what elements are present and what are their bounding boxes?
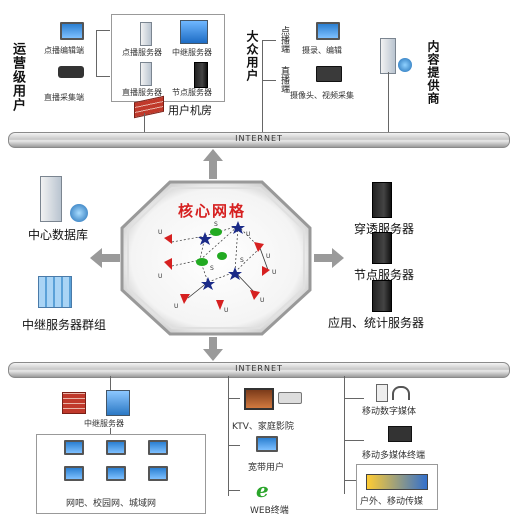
- relay-cluster-icon: [38, 276, 72, 308]
- internet-label-top: INTERNET: [235, 134, 283, 143]
- svg-text:S: S: [240, 257, 244, 264]
- svg-text:U: U: [174, 303, 178, 310]
- broadband-label: 宽带用户: [248, 463, 285, 473]
- mobile-terminal-label: 移动多媒体终端: [362, 451, 426, 461]
- internet-bus-bottom: INTERNET: [8, 362, 510, 378]
- connector: [344, 398, 364, 399]
- desktop-icon: [64, 440, 84, 455]
- laptop-icon: [388, 426, 412, 442]
- penetration-server-label: 穿透服务器: [354, 222, 415, 236]
- svg-text:U: U: [158, 273, 162, 280]
- connector: [228, 376, 229, 496]
- svg-text:U: U: [272, 269, 276, 276]
- room-node-server: 节点服务器: [172, 88, 212, 97]
- core-network-graph: U S U U U S U U U U S: [158, 221, 276, 314]
- node-server-label: 节点服务器: [354, 268, 415, 282]
- arrow-right-icon: [314, 248, 344, 268]
- projector-icon: [278, 392, 302, 404]
- desktop-icon: [316, 22, 340, 40]
- billboard-icon: [366, 474, 428, 490]
- room-relay-server: 中继服务器: [172, 48, 212, 57]
- desktop-icon: [64, 466, 84, 481]
- stats-server-icon: [372, 280, 392, 312]
- connector: [144, 113, 145, 133]
- penetration-server-icon: [372, 182, 392, 218]
- core-grid-octagon: [120, 180, 312, 336]
- connector: [96, 30, 97, 77]
- connector: [96, 30, 110, 31]
- svg-text:S: S: [210, 265, 214, 272]
- vod-client-label: 点播端: [279, 26, 289, 53]
- connector: [96, 76, 110, 77]
- camera-icon: [58, 66, 84, 78]
- firewall-icon: [62, 392, 86, 414]
- desktop-icon: [256, 436, 278, 452]
- svg-text:U: U: [260, 297, 264, 304]
- desktop-icon: [148, 440, 168, 455]
- bottom-relay-label: 中继服务器: [84, 419, 124, 428]
- tv-icon: [244, 388, 274, 410]
- lan-label: 网吧、校园网、城域网: [66, 499, 157, 509]
- central-db-label: 中心数据库: [28, 228, 89, 242]
- globe-icon: [70, 204, 88, 222]
- svg-text:U: U: [266, 253, 270, 260]
- connector: [344, 376, 345, 494]
- connector: [110, 428, 111, 434]
- node-server-icon: [194, 62, 208, 88]
- op-live-capture: 直播采集端: [44, 93, 84, 102]
- connector: [344, 440, 364, 441]
- live-server-icon: [140, 62, 152, 86]
- arrow-left-icon: [90, 248, 120, 268]
- svg-text:S: S: [214, 221, 218, 228]
- relay-server-icon: [106, 390, 130, 416]
- stats-server-label: 应用、统计服务器: [328, 316, 425, 330]
- connector: [262, 40, 263, 132]
- room-live-server: 直播服务器: [122, 88, 162, 97]
- live-client-label: 直播端: [279, 66, 289, 93]
- vod-server-icon: [140, 22, 152, 46]
- globe-icon: [398, 58, 412, 72]
- op-vod-editor: 点播编辑端: [44, 46, 84, 55]
- laptop-icon: [316, 66, 342, 82]
- relay-cluster-label: 中继服务器群组: [22, 318, 107, 332]
- mobile-digital-label: 移动数字媒体: [362, 407, 417, 417]
- headphones-icon: [392, 386, 410, 400]
- connector: [262, 40, 276, 41]
- connector: [388, 72, 389, 132]
- ie-logo-icon: e: [256, 478, 269, 502]
- svg-text:U: U: [158, 229, 162, 236]
- connector: [228, 490, 240, 491]
- connector: [228, 445, 240, 446]
- internet-bus-top: INTERNET: [8, 132, 510, 148]
- public-label: 大众用户: [245, 30, 259, 82]
- connector: [344, 480, 356, 481]
- vod-desc: 摄录、编辑: [302, 46, 342, 55]
- desktop-icon: [60, 22, 84, 40]
- internet-label-bottom: INTERNET: [235, 364, 283, 373]
- room-vod-server: 点播服务器: [122, 48, 162, 57]
- live-desc: 摄像头、视频采集: [290, 91, 354, 100]
- core-grid-title: 核心网格: [178, 202, 247, 220]
- provider-label: 内容提供商: [426, 40, 440, 105]
- outdoor-label: 户外、移动传媒: [360, 497, 424, 507]
- desktop-icon: [106, 440, 126, 455]
- desktop-icon: [106, 466, 126, 481]
- relay-server-icon: [180, 20, 208, 44]
- web-label: WEB终端: [250, 506, 289, 516]
- connector: [110, 376, 111, 390]
- operators-label: 运营级用户: [10, 42, 25, 112]
- arrow-up-icon: [203, 149, 223, 179]
- desktop-icon: [148, 466, 168, 481]
- arrow-down-icon: [203, 337, 223, 361]
- mobile-device-icon: [376, 384, 388, 402]
- central-db-icon: [40, 176, 62, 222]
- svg-text:U: U: [224, 307, 228, 314]
- provider-server-icon: [380, 38, 396, 74]
- node-server-icon: [372, 232, 392, 264]
- room-label: 用户机房: [168, 104, 212, 117]
- connector: [262, 80, 276, 81]
- connector: [228, 398, 240, 399]
- svg-text:U: U: [246, 231, 250, 238]
- ktv-label: KTV、家庭影院: [232, 422, 294, 432]
